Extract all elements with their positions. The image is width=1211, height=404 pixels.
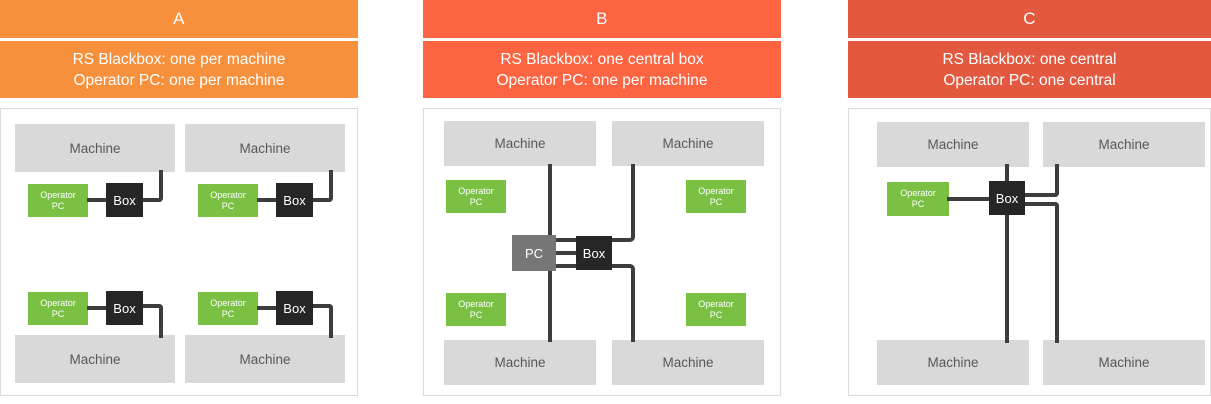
operator-pc-line1: Operator [40,297,76,308]
wire-box-to-machine-tr [1024,164,1059,197]
operator-pc-box: Operator PC [28,292,88,325]
panel-c-subtitle-line2: Operator PC: one central [943,71,1116,89]
panel-c: C RS Blackbox: one central Operator PC: … [848,0,1211,404]
operator-pc-box: Operator PC [198,184,258,217]
machine-box: Machine [15,124,175,172]
operator-pc-line1: Operator [698,298,734,309]
panel-c-title: C [1023,9,1036,28]
wire-box-to-machine-bl [1005,212,1009,343]
machine-box: Machine [444,340,596,385]
wire-machine-br-to-box [607,264,635,342]
operator-pc-line1: Operator [210,189,246,200]
panel-b: B RS Blackbox: one central box Operator … [423,0,781,404]
operator-pc-line2: PC [221,308,235,319]
machine-box: Machine [185,335,345,383]
operator-pc-box: Operator PC [446,180,506,213]
operator-pc-box: Operator PC [887,182,949,216]
panel-c-title-bar: C [848,0,1211,38]
machine-box: Machine [877,122,1029,167]
operator-pc-line2: PC [709,309,723,320]
wire-box-to-machine [141,170,163,202]
machine-box: Machine [612,121,764,166]
operator-pc-line2: PC [469,309,483,320]
panel-b-subtitle-line2: Operator PC: one per machine [496,71,708,89]
operator-pc-line2: PC [709,196,723,207]
panel-a-body: Machine Operator PC Box Machine Operator… [0,108,358,396]
machine-box: Machine [1043,340,1205,385]
wire-machine-tr-to-box [607,164,635,242]
panel-a-title-bar: A [0,0,358,38]
operator-pc-line2: PC [51,200,65,211]
panel-a-subtitle-bar: RS Blackbox: one per machine Operator PC… [0,41,358,98]
blackbox: Box [576,236,612,270]
wire-box-to-machine-tl [1005,164,1009,194]
operator-pc-line2: PC [911,199,925,209]
blackbox: Box [106,183,143,217]
wire-machine-tl-to-box [548,164,576,242]
machine-box: Machine [15,335,175,383]
operator-pc-box: Operator PC [198,292,258,325]
wire-box-to-machine-br [1024,202,1059,343]
wire-oppc-to-box [947,197,993,201]
panel-b-subtitle-line1: RS Blackbox: one central box [500,50,704,68]
operator-pc-box: Operator PC [28,184,88,217]
panel-b-title: B [596,9,608,28]
blackbox: Box [276,291,313,325]
operator-pc-line1: Operator [210,297,246,308]
blackbox: Box [276,183,313,217]
operator-pc-line1: Operator [458,185,494,196]
panel-a-title: A [173,9,185,28]
central-pc-box: PC [512,235,556,271]
operator-pc-box: Operator PC [446,293,506,326]
panel-a-subtitle-line2: Operator PC: one per machine [73,71,285,89]
operator-pc-box: Operator PC [686,293,746,326]
panel-b-title-bar: B [423,0,781,38]
wire-machine-bl-to-box [548,264,576,342]
wire-pc-to-box [554,251,580,255]
operator-pc-line2: PC [51,308,65,319]
panel-c-subtitle-line1: RS Blackbox: one central [942,50,1117,68]
wire-box-to-machine [141,304,163,338]
wire-oppc-to-box [257,198,279,202]
panel-b-body: Machine Machine Machine Machine Operator… [423,108,781,396]
blackbox: Box [989,181,1025,215]
machine-box: Machine [877,340,1029,385]
blackbox: Box [106,291,143,325]
operator-pc-line2: PC [469,196,483,207]
machine-box: Machine [185,124,345,172]
panel-b-subtitle-bar: RS Blackbox: one central box Operator PC… [423,41,781,98]
machine-box: Machine [444,121,596,166]
operator-pc-line1: Operator [40,189,76,200]
panel-c-subtitle-bar: RS Blackbox: one central Operator PC: on… [848,41,1211,98]
panel-a: A RS Blackbox: one per machine Operator … [0,0,358,404]
machine-box: Machine [1043,122,1205,167]
wire-box-to-machine [311,304,333,338]
panel-c-body: Machine Machine Machine Machine Operator… [848,108,1211,396]
operator-pc-line2: PC [221,200,235,211]
wire-oppc-to-box [257,306,279,310]
panel-a-subtitle-line1: RS Blackbox: one per machine [72,50,286,68]
machine-box: Machine [612,340,764,385]
wire-box-to-machine [311,170,333,202]
operator-pc-line1: Operator [698,185,734,196]
operator-pc-line1: Operator [458,298,494,309]
wire-oppc-to-box [87,306,109,310]
operator-pc-line1: Operator [900,188,936,198]
operator-pc-box: Operator PC [686,180,746,213]
wire-oppc-to-box [87,198,109,202]
